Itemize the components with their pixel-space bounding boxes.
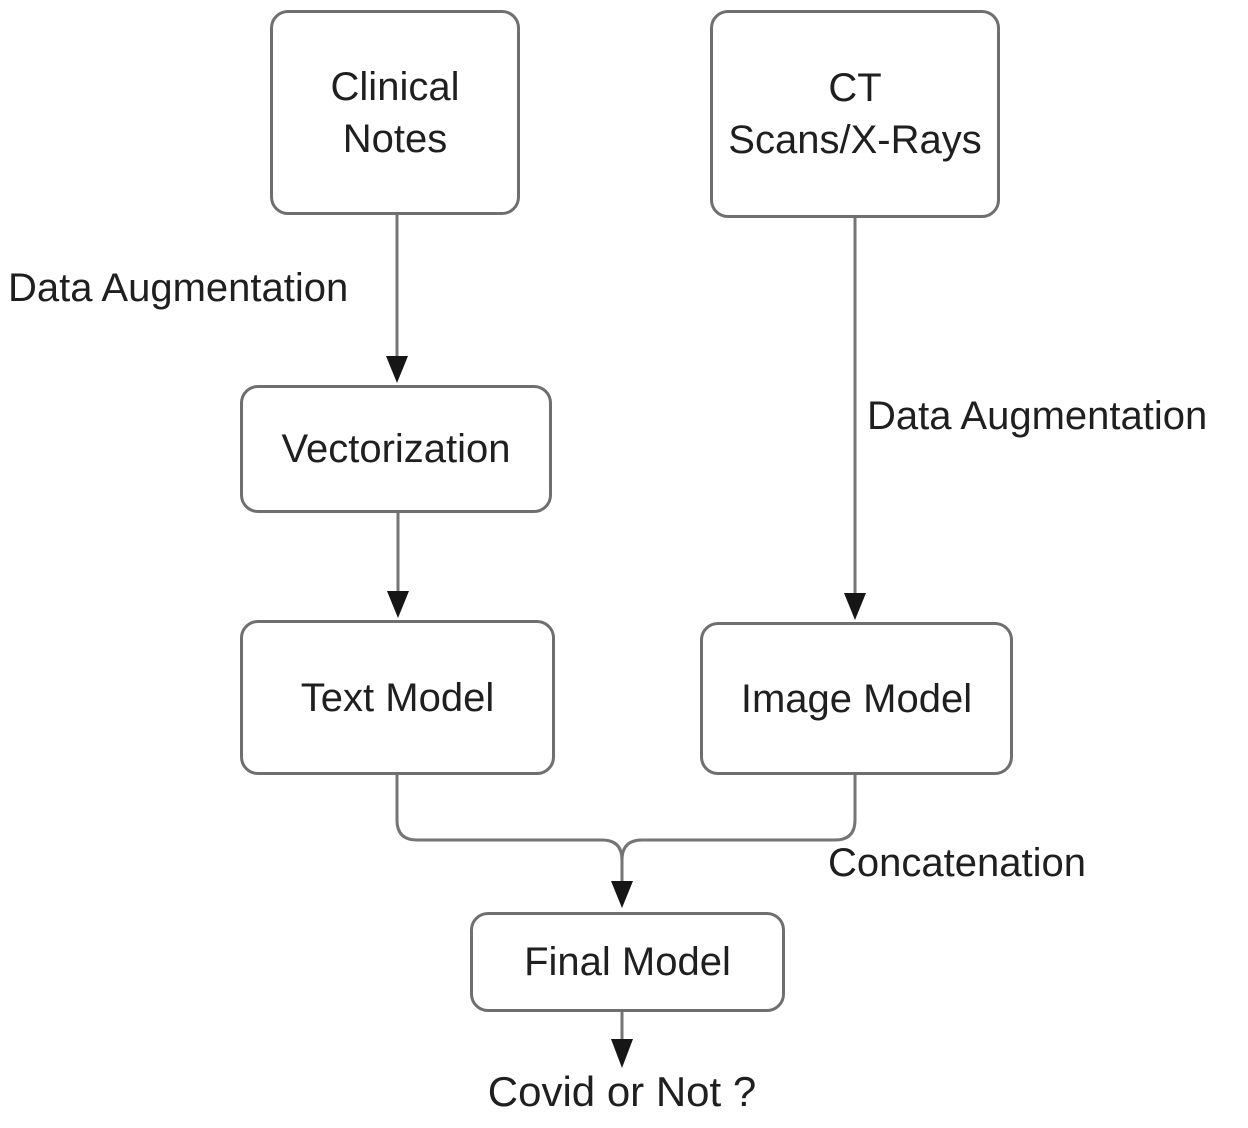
edge-label-data-augmentation-right: Data Augmentation bbox=[867, 394, 1208, 438]
edge-label-data-augmentation-left: Data Augmentation bbox=[8, 266, 349, 310]
edge-text-model-to-merge bbox=[395, 775, 624, 861]
node-vectorization-label: Vectorization bbox=[281, 427, 511, 471]
arrowhead-into-vectorization-icon bbox=[386, 356, 408, 383]
node-image-model: Image Model bbox=[700, 622, 1013, 775]
arrowhead-into-output-icon bbox=[611, 1039, 633, 1068]
node-clinical-notes-label: Clinical Notes bbox=[330, 64, 460, 161]
node-final-model-label: Final Model bbox=[524, 940, 731, 984]
arrowhead-into-final-model-icon bbox=[611, 881, 633, 908]
edge-label-concatenation: Concatenation bbox=[828, 841, 1086, 885]
node-text-model-label: Text Model bbox=[300, 675, 495, 720]
edge-image-model-to-merge bbox=[620, 775, 857, 861]
node-ct-scans-xrays-label: CT Scans/X-Rays bbox=[728, 66, 982, 162]
output-label-covid-or-not: Covid or Not ? bbox=[487, 1068, 757, 1115]
arrowhead-into-image-model-icon bbox=[844, 593, 866, 620]
node-clinical-notes: Clinical Notes bbox=[270, 10, 520, 215]
node-image-model-label: Image Model bbox=[740, 676, 973, 721]
node-final-model: Final Model bbox=[470, 912, 785, 1012]
node-vectorization: Vectorization bbox=[240, 385, 552, 513]
node-text-model: Text Model bbox=[240, 620, 555, 775]
node-ct-scans-xrays: CT Scans/X-Rays bbox=[710, 10, 1000, 218]
arrowhead-into-text-model-icon bbox=[387, 591, 409, 618]
